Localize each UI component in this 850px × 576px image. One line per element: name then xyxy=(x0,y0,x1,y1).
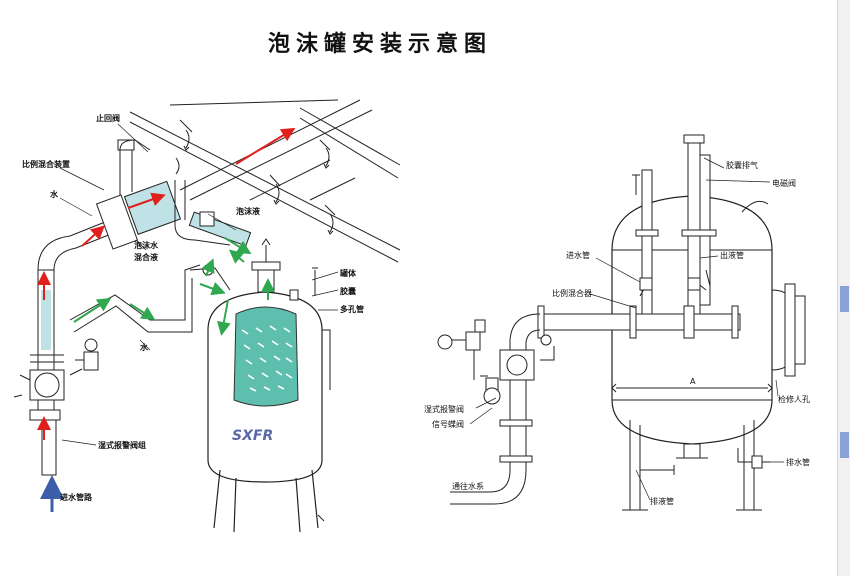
drain-pipes xyxy=(676,443,770,469)
mixer-horizontal xyxy=(537,305,741,339)
label-liquid-outlet-pipe: 出液管 xyxy=(720,250,744,260)
label-foam-water-2: 混合液 xyxy=(134,252,158,262)
label-to-spray-system: 通往水系 xyxy=(452,481,484,491)
right-labels: 胶囊排气 电磁阀 进水管 出液管 比例混合器 湿式报警阀 信号蝶阀 检修人孔 A… xyxy=(424,160,810,506)
sprinkler-header-pipes xyxy=(129,99,401,263)
green-arrow-4 xyxy=(201,258,215,277)
label-foam-water-1: 泡沫水 xyxy=(134,240,159,250)
sprinkler-heads xyxy=(175,129,334,235)
flow-arrows-red xyxy=(37,127,296,440)
label-water-2: 水 xyxy=(139,342,149,352)
foam-tank xyxy=(207,238,331,533)
alarm-valve-riser xyxy=(437,313,555,505)
label-proportional-mixer-r: 比例混合器 xyxy=(552,288,592,298)
page-title: 泡沫罐安装示意图 xyxy=(267,32,492,57)
window-edge-strip xyxy=(837,0,850,576)
label-liquid-drain-pipe: 排液管 xyxy=(650,496,674,506)
label-foam-liquid: 泡沫液 xyxy=(236,206,260,216)
label-solenoid-valve: 电磁阀 xyxy=(772,178,796,188)
green-arrow-5 xyxy=(216,299,231,336)
proportional-mixer-pipe xyxy=(37,139,252,271)
red-arrow-2 xyxy=(127,192,166,209)
green-arrow-2 xyxy=(129,303,156,321)
green-arrow-1 xyxy=(73,297,112,323)
left-labels: 止回阀 比例混合装置 水 泡沫水 混合液 泡沫液 罐体 胶囊 多孔管 水 湿式报… xyxy=(22,113,364,502)
green-arrow-3 xyxy=(199,282,226,296)
label-proportional-mixer: 比例混合装置 xyxy=(22,159,70,169)
label-tank-body: 罐体 xyxy=(339,268,357,278)
green-arrow-8 xyxy=(228,249,245,264)
red-arrow-3 xyxy=(81,225,105,247)
inlet-riser xyxy=(13,269,99,476)
edge-tab-1 xyxy=(840,286,849,312)
label-inspection-manhole: 检修人孔 xyxy=(778,394,810,404)
label-dimension-a: A xyxy=(690,377,696,386)
edge-tab-2 xyxy=(840,432,849,458)
label-water-inlet-pipe: 进水管 xyxy=(566,250,590,260)
label-wet-alarm-valve: 湿式报警阀 xyxy=(424,404,464,414)
label-signal-butterfly-valve: 信号蝶阀 xyxy=(432,419,464,429)
label-water-inlet-main: 进水管路 xyxy=(60,492,93,502)
label-water-drain-pipe: 排水管 xyxy=(786,457,810,467)
flow-arrows-green xyxy=(73,237,275,336)
label-wet-alarm-valve-group: 湿式报警阀组 xyxy=(98,440,146,450)
left-leader-lines xyxy=(59,123,339,446)
label-bladder: 胶囊 xyxy=(340,286,357,296)
tank-logo: SXFR xyxy=(232,428,273,444)
red-arrow-1 xyxy=(235,127,296,165)
right-elevation-drawing xyxy=(437,134,806,511)
label-water-1: 水 xyxy=(49,189,59,199)
green-arrow-7 xyxy=(224,237,252,255)
left-isometric-drawing xyxy=(13,99,401,533)
label-check-valve: 止回阀 xyxy=(96,113,120,123)
label-bladder-vent: 胶囊排气 xyxy=(726,160,758,170)
label-perforated-pipe: 多孔管 xyxy=(340,304,364,314)
right-leader-lines xyxy=(469,157,784,501)
